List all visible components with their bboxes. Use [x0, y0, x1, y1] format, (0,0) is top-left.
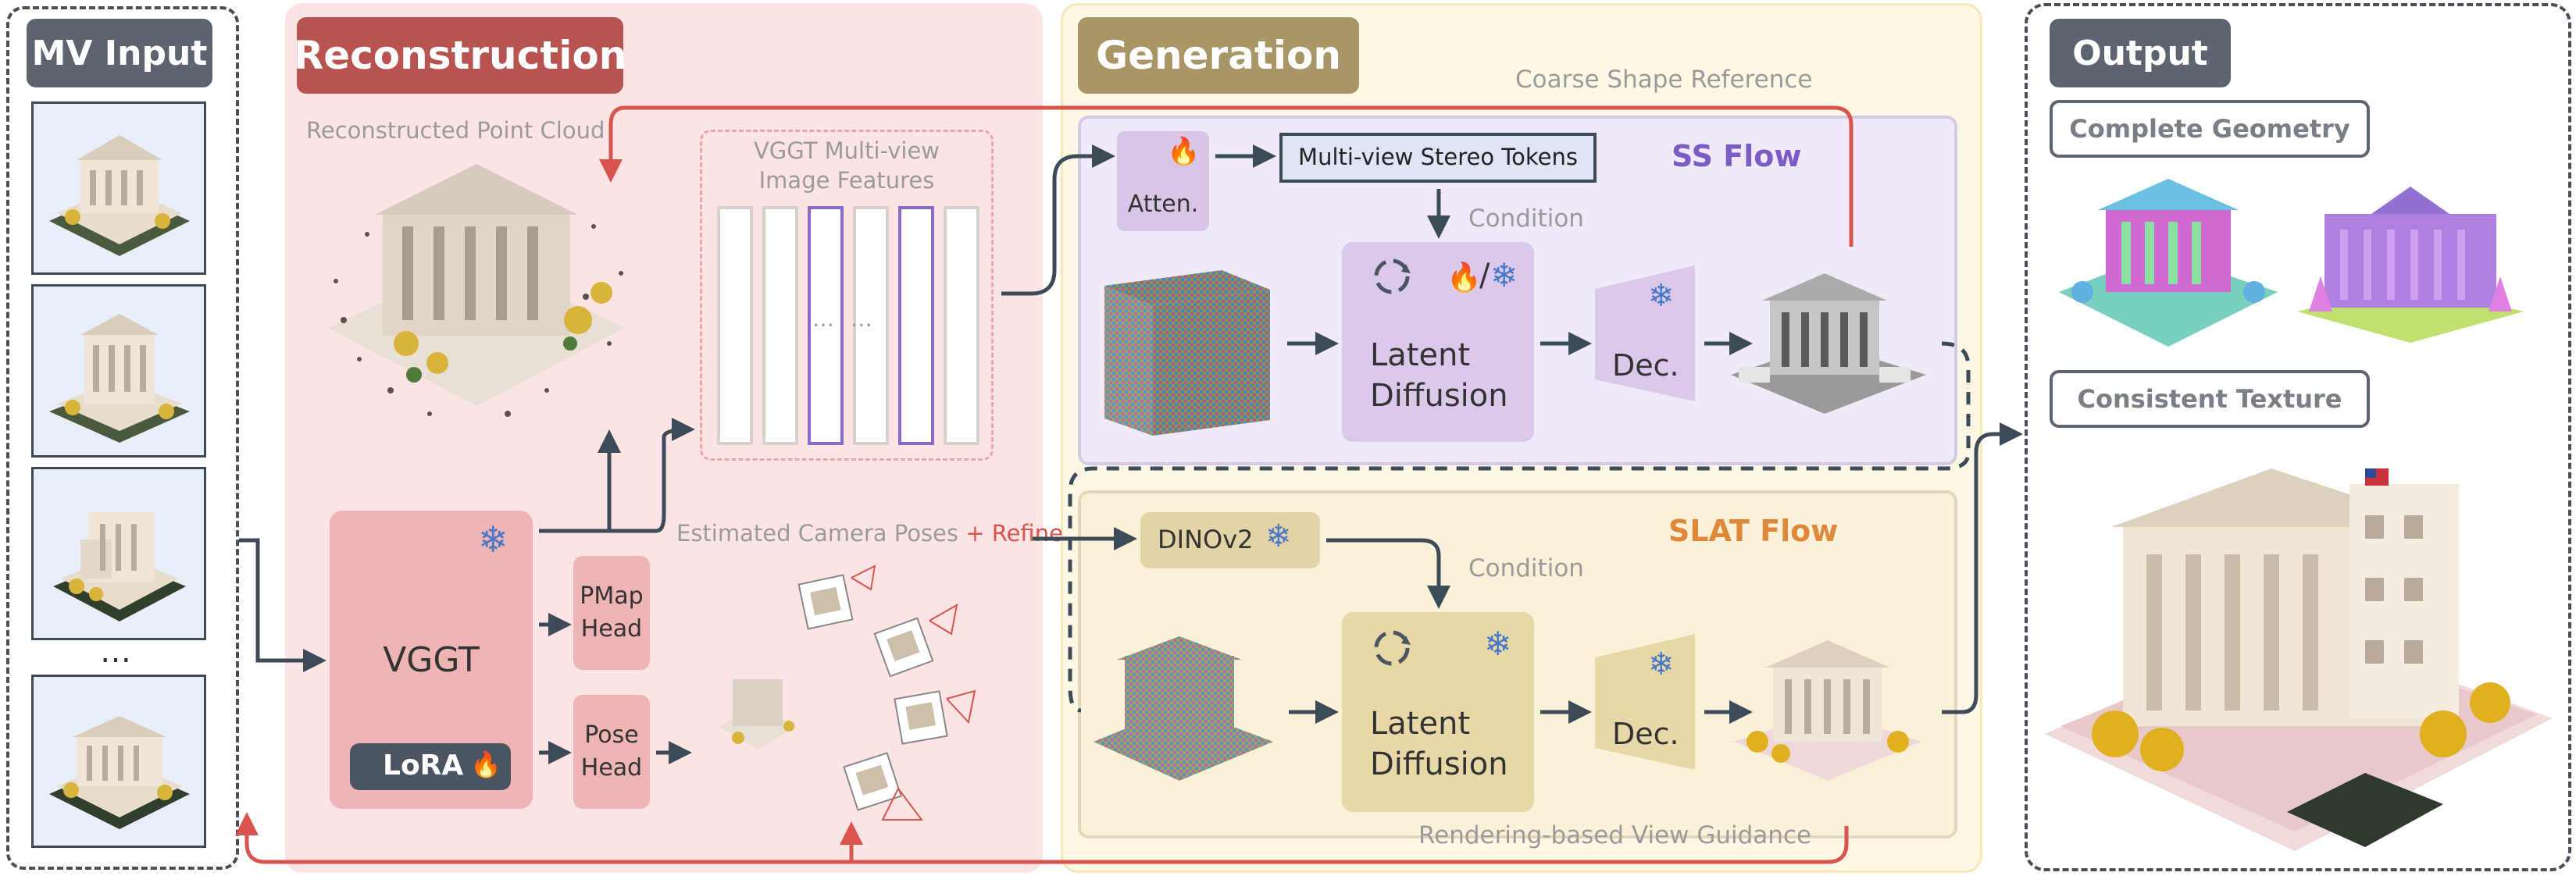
complete-geometry-label: Complete Geometry — [2069, 114, 2350, 144]
output-panel — [2025, 3, 2571, 871]
latent-top-label-1: Latent — [1370, 337, 1471, 373]
refine-text: + Refine — [965, 520, 1063, 547]
final-textured-building-image — [2045, 468, 2553, 851]
latent-top-snowflake-icon: ❄ — [1490, 256, 1518, 294]
dinov2-label: DINOv2 — [1158, 525, 1254, 554]
complete-geometry-box — [2050, 100, 2370, 158]
decoder-bottom-label: Dec. — [1612, 717, 1679, 751]
vggt-snowflake-icon: ❄ — [478, 518, 508, 561]
pmap-head-block — [573, 556, 650, 670]
decoder-bottom-snowflake-icon: ❄ — [1648, 646, 1675, 682]
feature-bar-5 — [898, 206, 934, 445]
vggt-features-label-1: VGGT Multi-view — [753, 137, 940, 164]
vggt-label: VGGT — [383, 640, 480, 680]
ss-flow-title: SS Flow — [1672, 139, 1802, 173]
consistent-texture-box — [2050, 370, 2370, 428]
latent-top-slash: / — [1479, 258, 1490, 294]
latent-bottom-snowflake-icon: ❄ — [1484, 625, 1512, 663]
building-thumbnail-icon — [49, 716, 190, 829]
camera-poses-image — [719, 564, 976, 821]
point-cloud-image — [328, 164, 625, 417]
latent-bottom-label-1: Latent — [1370, 706, 1471, 742]
building-thumbnail-icon — [49, 314, 190, 443]
decoder-top-label: Dec. — [1612, 348, 1679, 383]
mv-input-title: MV Input — [27, 19, 212, 87]
noisy-voxel-image — [1094, 636, 1273, 781]
vggt-features-box — [700, 130, 994, 461]
feature-dots: … … — [812, 306, 877, 332]
input-view-3 — [31, 467, 206, 640]
building-thumbnail-icon — [53, 512, 186, 621]
building-thumbnail-icon — [49, 135, 190, 256]
input-ellipsis: … — [100, 634, 131, 670]
atten-block — [1117, 131, 1209, 231]
estimated-poses-label: Estimated Camera Poses + Refine — [676, 520, 1063, 547]
pmap-head-label-2: Head — [580, 615, 643, 643]
pose-head-block — [573, 695, 650, 809]
latent-bottom-label-2: Diffusion — [1370, 746, 1508, 782]
input-view-4 — [31, 675, 206, 848]
pose-head-label-2: Head — [580, 754, 643, 782]
latent-diffusion-bottom-block — [1342, 612, 1534, 812]
reconstruction-title: Reconstruction — [294, 17, 626, 94]
input-view-1 — [31, 101, 206, 275]
vggt-features-label-2: Image Features — [758, 167, 935, 194]
slat-flow-title: SLAT Flow — [1668, 514, 1839, 548]
atten-label: Atten. — [1127, 191, 1199, 218]
rendering-guidance-label: Rendering-based View Guidance — [1418, 821, 1812, 849]
feature-bar-1 — [717, 206, 753, 445]
reconstructed-point-cloud-label: Reconstructed Point Cloud — [306, 117, 605, 144]
condition-bottom-label: Condition — [1468, 554, 1584, 582]
feature-bar-2 — [762, 206, 798, 445]
pmap-head-label-1: PMap — [580, 582, 644, 610]
coarse-voxel-image — [1731, 273, 1926, 414]
lora-badge — [350, 743, 511, 790]
decoder-top-block — [1595, 265, 1695, 401]
feature-bar-6 — [944, 206, 979, 445]
output-title: Output — [2050, 19, 2231, 87]
lora-label: LoRA — [383, 750, 464, 782]
textured-building-image — [1734, 640, 1921, 781]
mv-stereo-tokens-box — [1279, 133, 1597, 183]
pose-head-label-1: Pose — [584, 721, 639, 749]
latent-diffusion-top-block — [1342, 242, 1534, 442]
dinov2-snowflake-icon: ❄ — [1265, 518, 1292, 554]
mv-stereo-tokens-label: Multi-view Stereo Tokens — [1298, 144, 1578, 170]
noise-cube-image — [1104, 270, 1270, 436]
decoder-bottom-block — [1595, 634, 1695, 770]
normal-map-image-1 — [2059, 179, 2278, 347]
normal-map-image-2 — [2297, 187, 2524, 343]
atten-fire-icon: 🔥 — [1167, 136, 1201, 167]
generation-title: Generation — [1078, 17, 1359, 94]
dinov2-block — [1140, 512, 1320, 568]
coarse-shape-reference-label: Coarse Shape Reference — [1515, 66, 1813, 94]
lora-fire-icon: 🔥 — [470, 750, 501, 779]
cycle-bottom-icon — [1368, 625, 1415, 675]
latent-top-label-2: Diffusion — [1370, 378, 1508, 414]
mv-input-panel — [6, 6, 239, 870]
cycle-top-icon — [1368, 253, 1415, 303]
consistent-texture-label: Consistent Texture — [2077, 384, 2342, 414]
condition-top-label: Condition — [1468, 205, 1584, 233]
input-view-2 — [31, 284, 206, 458]
feature-bar-3 — [808, 206, 844, 445]
feature-bar-4 — [853, 206, 889, 445]
latent-top-fire-icon: 🔥 — [1447, 262, 1482, 294]
decoder-top-snowflake-icon: ❄ — [1648, 278, 1675, 314]
estimated-poses-text: Estimated Camera Poses — [676, 520, 958, 547]
